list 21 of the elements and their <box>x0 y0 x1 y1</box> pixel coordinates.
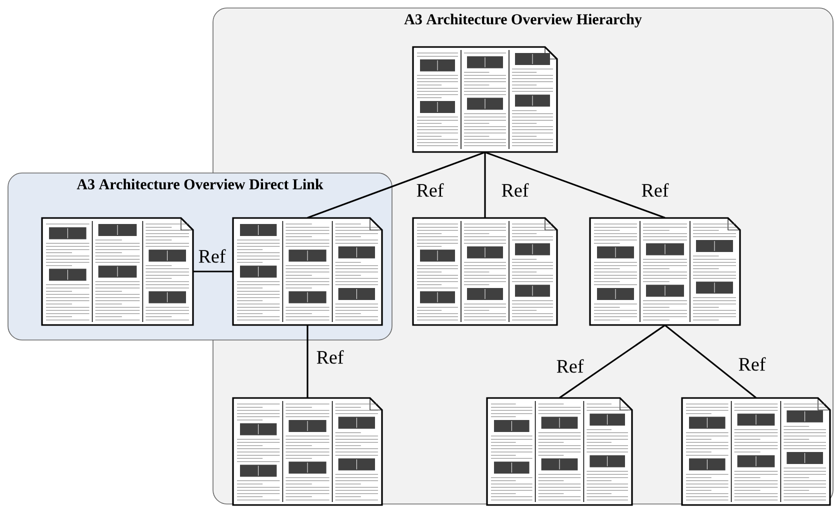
connector-line <box>307 151 486 219</box>
edge-label: Ref <box>640 182 670 198</box>
edge-label: Ref <box>555 358 585 374</box>
document-thumbnail-drawing <box>41 217 194 326</box>
connector-line <box>306 325 308 398</box>
connector-line <box>484 151 666 219</box>
document-thumbnail-drawing <box>412 46 558 153</box>
document-thumbnail-drawing <box>486 397 633 506</box>
connector-line <box>559 324 666 398</box>
document-thumbnail-drawing <box>681 397 831 506</box>
document-thumbnail-drawing <box>232 397 383 506</box>
document-thumbnail-drawing <box>232 217 383 326</box>
document-thumbnail-drawing <box>412 217 558 326</box>
edge-label: Ref <box>500 182 530 198</box>
edge-label: Ref <box>415 182 445 198</box>
connector-line <box>664 324 756 398</box>
document-thumbnail-drawing <box>589 217 741 326</box>
connector-line <box>193 270 233 272</box>
connector-line <box>484 152 486 218</box>
edge-label: Ref <box>315 349 345 365</box>
edge-label: Ref <box>737 356 767 372</box>
